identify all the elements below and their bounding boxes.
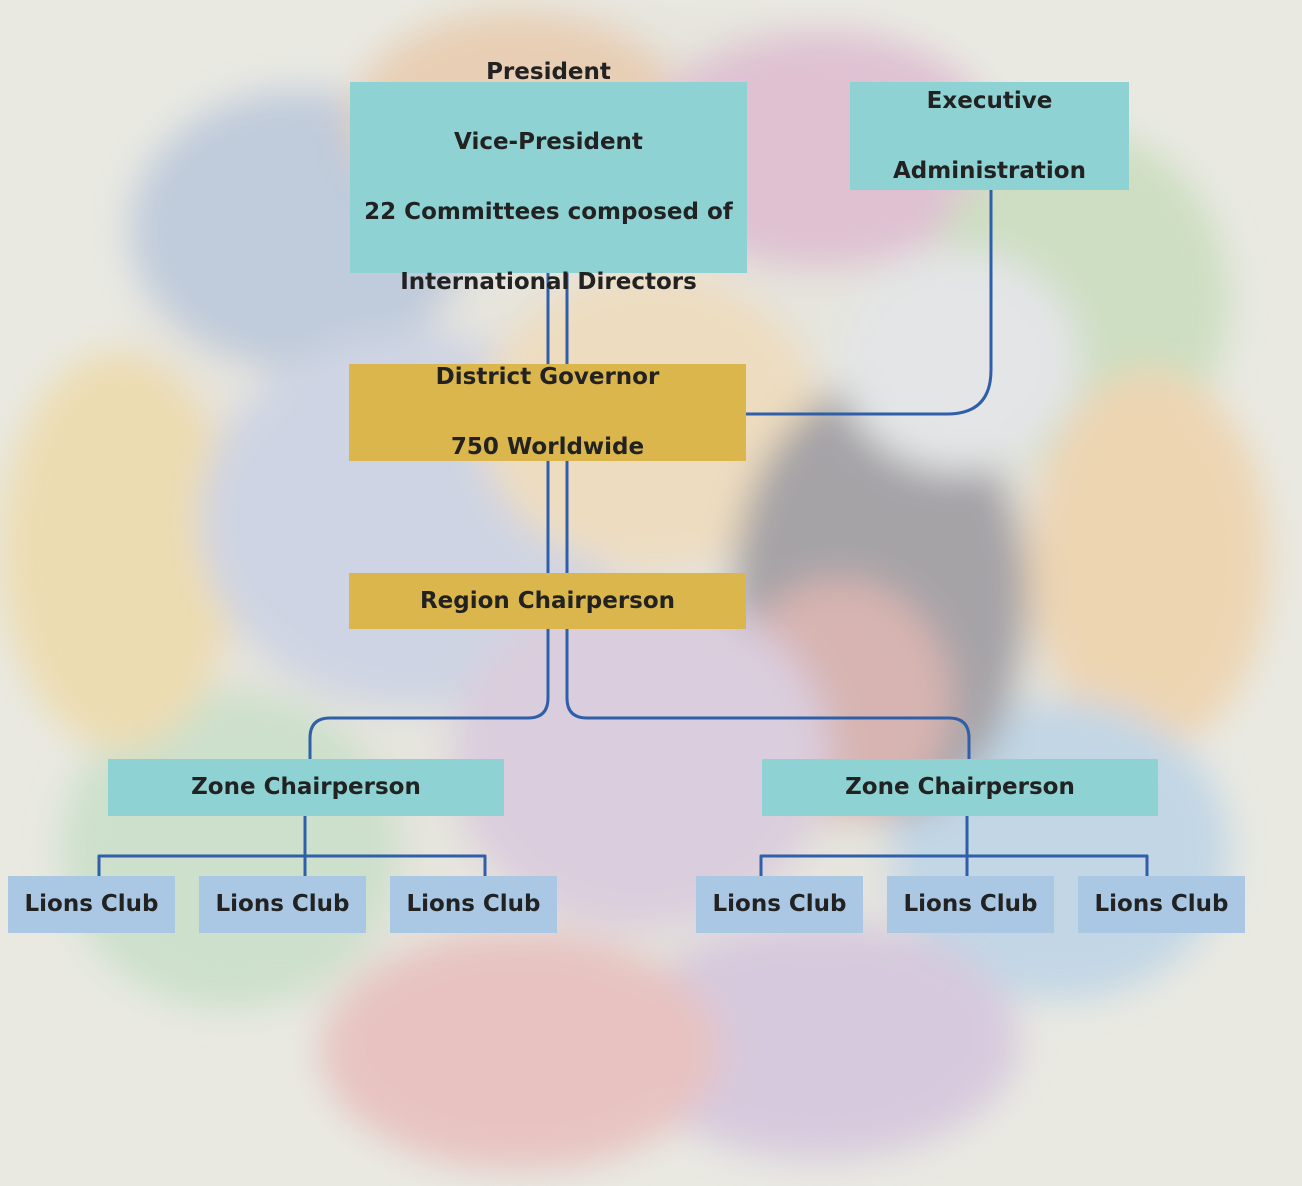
region-chairperson-box: Region Chairperson — [349, 573, 746, 629]
vice-president-title: Vice-President — [454, 129, 643, 155]
lions-club-label-2: Lions Club — [215, 891, 350, 917]
executive-administration-box: Executive Administration — [850, 82, 1129, 190]
lions-club-box-2: Lions Club — [199, 876, 366, 933]
district-governor-count: 750 Worldwide — [450, 434, 645, 460]
lions-club-box-6: Lions Club — [1078, 876, 1245, 933]
administration-title: Administration — [893, 157, 1086, 184]
zone-chairperson-left-label: Zone Chairperson — [191, 774, 421, 800]
lions-club-box-3: Lions Club — [390, 876, 557, 933]
executive-title: Executive — [926, 87, 1053, 114]
district-governor-title: District Governor — [435, 364, 660, 390]
international-directors-text: International Directors — [400, 269, 697, 295]
committees-text: 22 Committees composed of — [364, 199, 733, 225]
lions-club-box-4: Lions Club — [696, 876, 863, 933]
lions-club-label-1: Lions Club — [24, 891, 159, 917]
lions-club-label-3: Lions Club — [406, 891, 541, 917]
district-governor-box: District Governor 750 Worldwide — [349, 364, 746, 461]
president-box: President Vice-President 22 Committees c… — [350, 59, 747, 295]
lions-club-label-5: Lions Club — [903, 891, 1038, 917]
zone-chairperson-left-box: Zone Chairperson — [108, 759, 504, 816]
zone-chairperson-right-box: Zone Chairperson — [762, 759, 1158, 816]
region-chairperson-label: Region Chairperson — [419, 587, 676, 614]
zone-chairperson-right-label: Zone Chairperson — [845, 774, 1075, 800]
president-title: President — [486, 59, 611, 85]
lions-club-label-4: Lions Club — [712, 891, 847, 917]
lions-club-box-5: Lions Club — [887, 876, 1054, 933]
lions-club-label-6: Lions Club — [1094, 891, 1229, 917]
lions-club-box-1: Lions Club — [8, 876, 175, 933]
